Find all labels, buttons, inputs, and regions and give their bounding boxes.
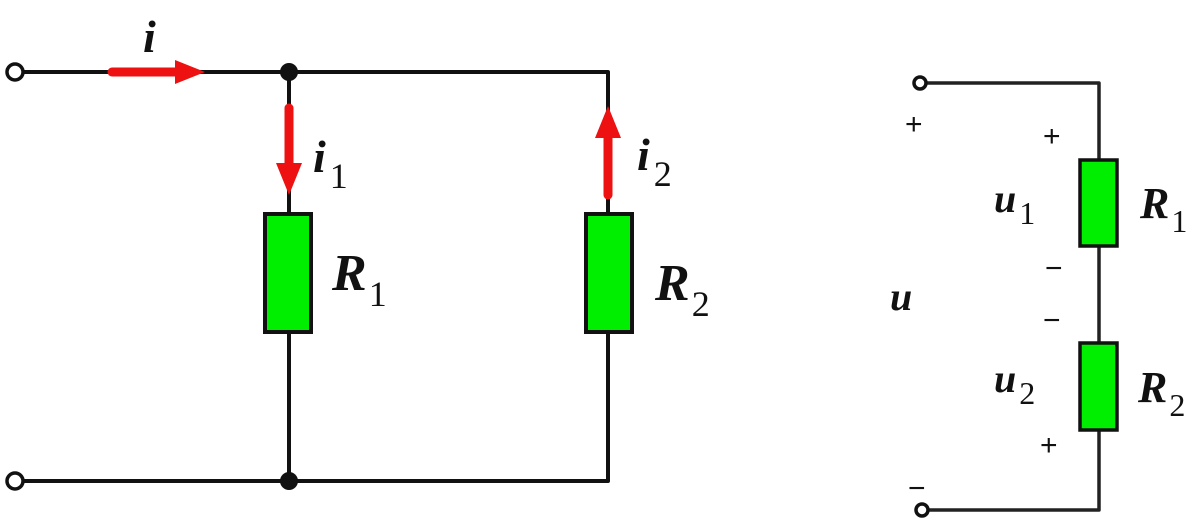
current-arrow-i1 [276, 103, 302, 195]
series-bottom-wire [928, 430, 1101, 512]
series-terminal-top [912, 75, 928, 91]
current-arrow-i [107, 60, 205, 84]
input-terminal-top [5, 62, 25, 82]
bottom-wire [22, 332, 610, 483]
label-series-r1: R1 [1139, 179, 1187, 239]
label-u: u [890, 274, 912, 319]
input-terminal-bottom [5, 471, 25, 491]
u1-minus-sign: − [1045, 252, 1063, 285]
junction-node-bottom [280, 472, 298, 490]
label-i: i [143, 11, 156, 62]
label-u1: u1 [994, 176, 1035, 231]
series-top-wire [927, 81, 1101, 160]
series-circuit: + − + − − + u u1 u2 R1 R2 [890, 75, 1187, 518]
series-resistor-r1 [1078, 158, 1119, 248]
resistor-r1 [263, 212, 313, 334]
series-terminal-bottom [914, 502, 930, 518]
series-resistor-r2 [1078, 341, 1119, 432]
u2-minus-sign: − [1043, 304, 1061, 337]
total-voltage-minus-sign: − [908, 472, 926, 505]
u1-plus-sign: + [1043, 120, 1061, 153]
label-series-r2: R2 [1137, 363, 1185, 423]
u2-plus-sign: + [1040, 429, 1058, 462]
label-r1: R1 [331, 245, 387, 314]
resistor-r2 [584, 212, 634, 334]
current-arrow-i2 [595, 106, 621, 200]
total-voltage-plus-sign: + [905, 108, 923, 141]
label-r2: R2 [654, 255, 710, 324]
junction-node-top [280, 63, 298, 81]
label-u2: u2 [994, 356, 1035, 411]
